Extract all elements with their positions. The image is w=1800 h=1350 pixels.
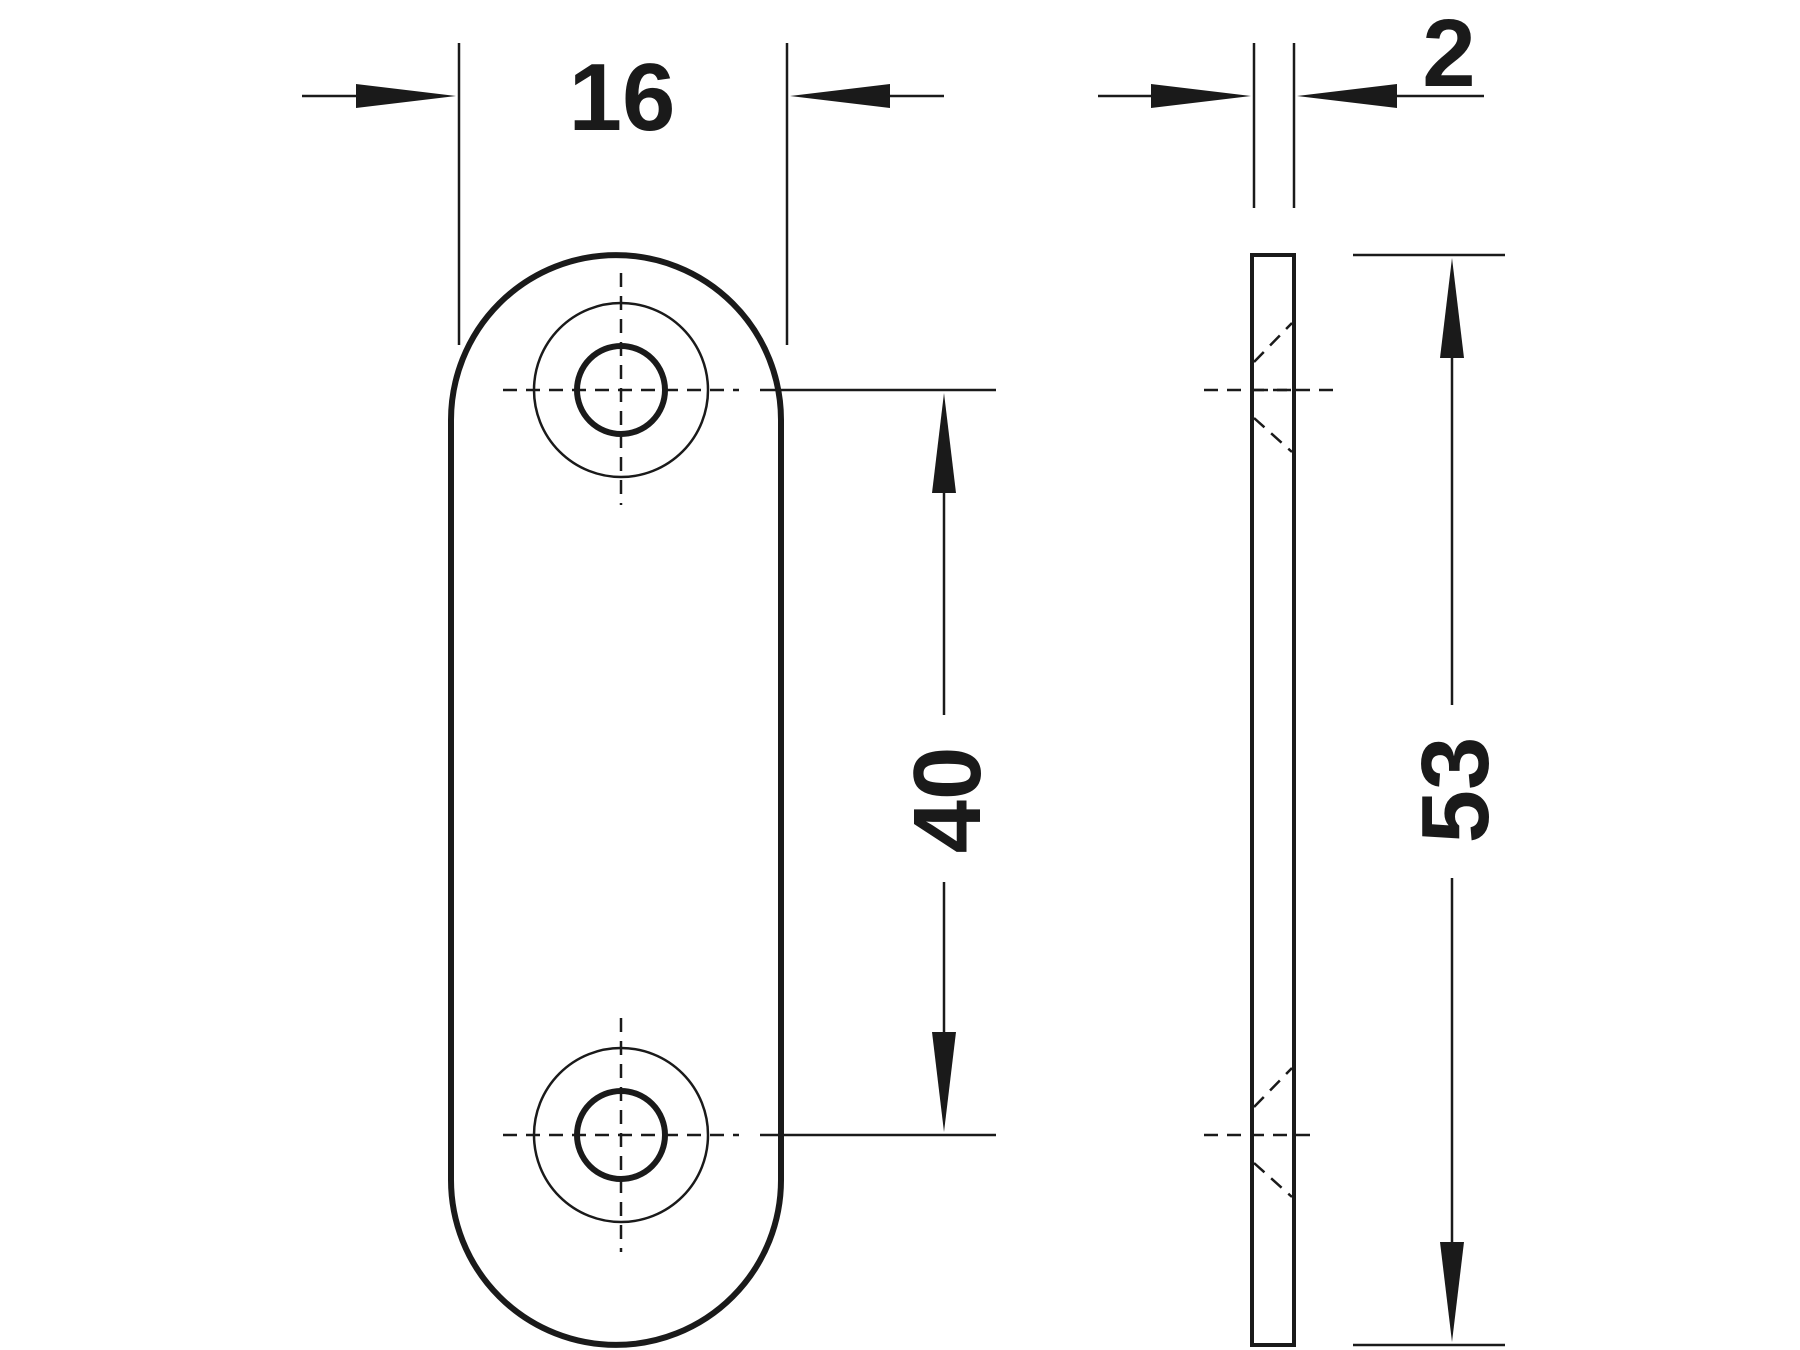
width-dimension: 16 — [302, 43, 944, 345]
side-top-countersink-lower — [1253, 417, 1293, 453]
side-top-hole-section — [1204, 322, 1334, 453]
side-bottom-hole-section — [1204, 1067, 1318, 1198]
bottom-hole — [503, 1018, 739, 1252]
width-label: 16 — [569, 44, 676, 151]
length-arrow-top — [1440, 258, 1464, 358]
thickness-dimension: 2 — [1098, 0, 1484, 208]
plate-side-outline — [1250, 253, 1296, 1347]
hole-spacing-dimension: 40 — [760, 388, 1001, 1137]
width-arrow-left — [356, 84, 456, 108]
side-bottom-countersink-upper — [1253, 1067, 1293, 1108]
thickness-arrow-right — [1297, 84, 1397, 108]
side-view: 2 53 — [1098, 0, 1509, 1347]
length-arrow-bottom — [1440, 1242, 1464, 1342]
hole-spacing-arrow-bottom — [932, 1032, 956, 1132]
side-bottom-countersink-lower — [1253, 1162, 1293, 1198]
top-hole — [503, 273, 739, 505]
length-dimension: 53 — [1353, 253, 1509, 1347]
thickness-arrow-left — [1151, 84, 1251, 108]
side-top-countersink-upper — [1253, 322, 1293, 363]
length-label: 53 — [1402, 737, 1509, 844]
plate-outline — [448, 252, 784, 1348]
thickness-label: 2 — [1422, 0, 1475, 107]
front-view: 16 40 — [302, 43, 1001, 1348]
hole-spacing-label: 40 — [894, 747, 1001, 854]
width-arrow-right — [790, 84, 890, 108]
hole-spacing-arrow-top — [932, 393, 956, 493]
